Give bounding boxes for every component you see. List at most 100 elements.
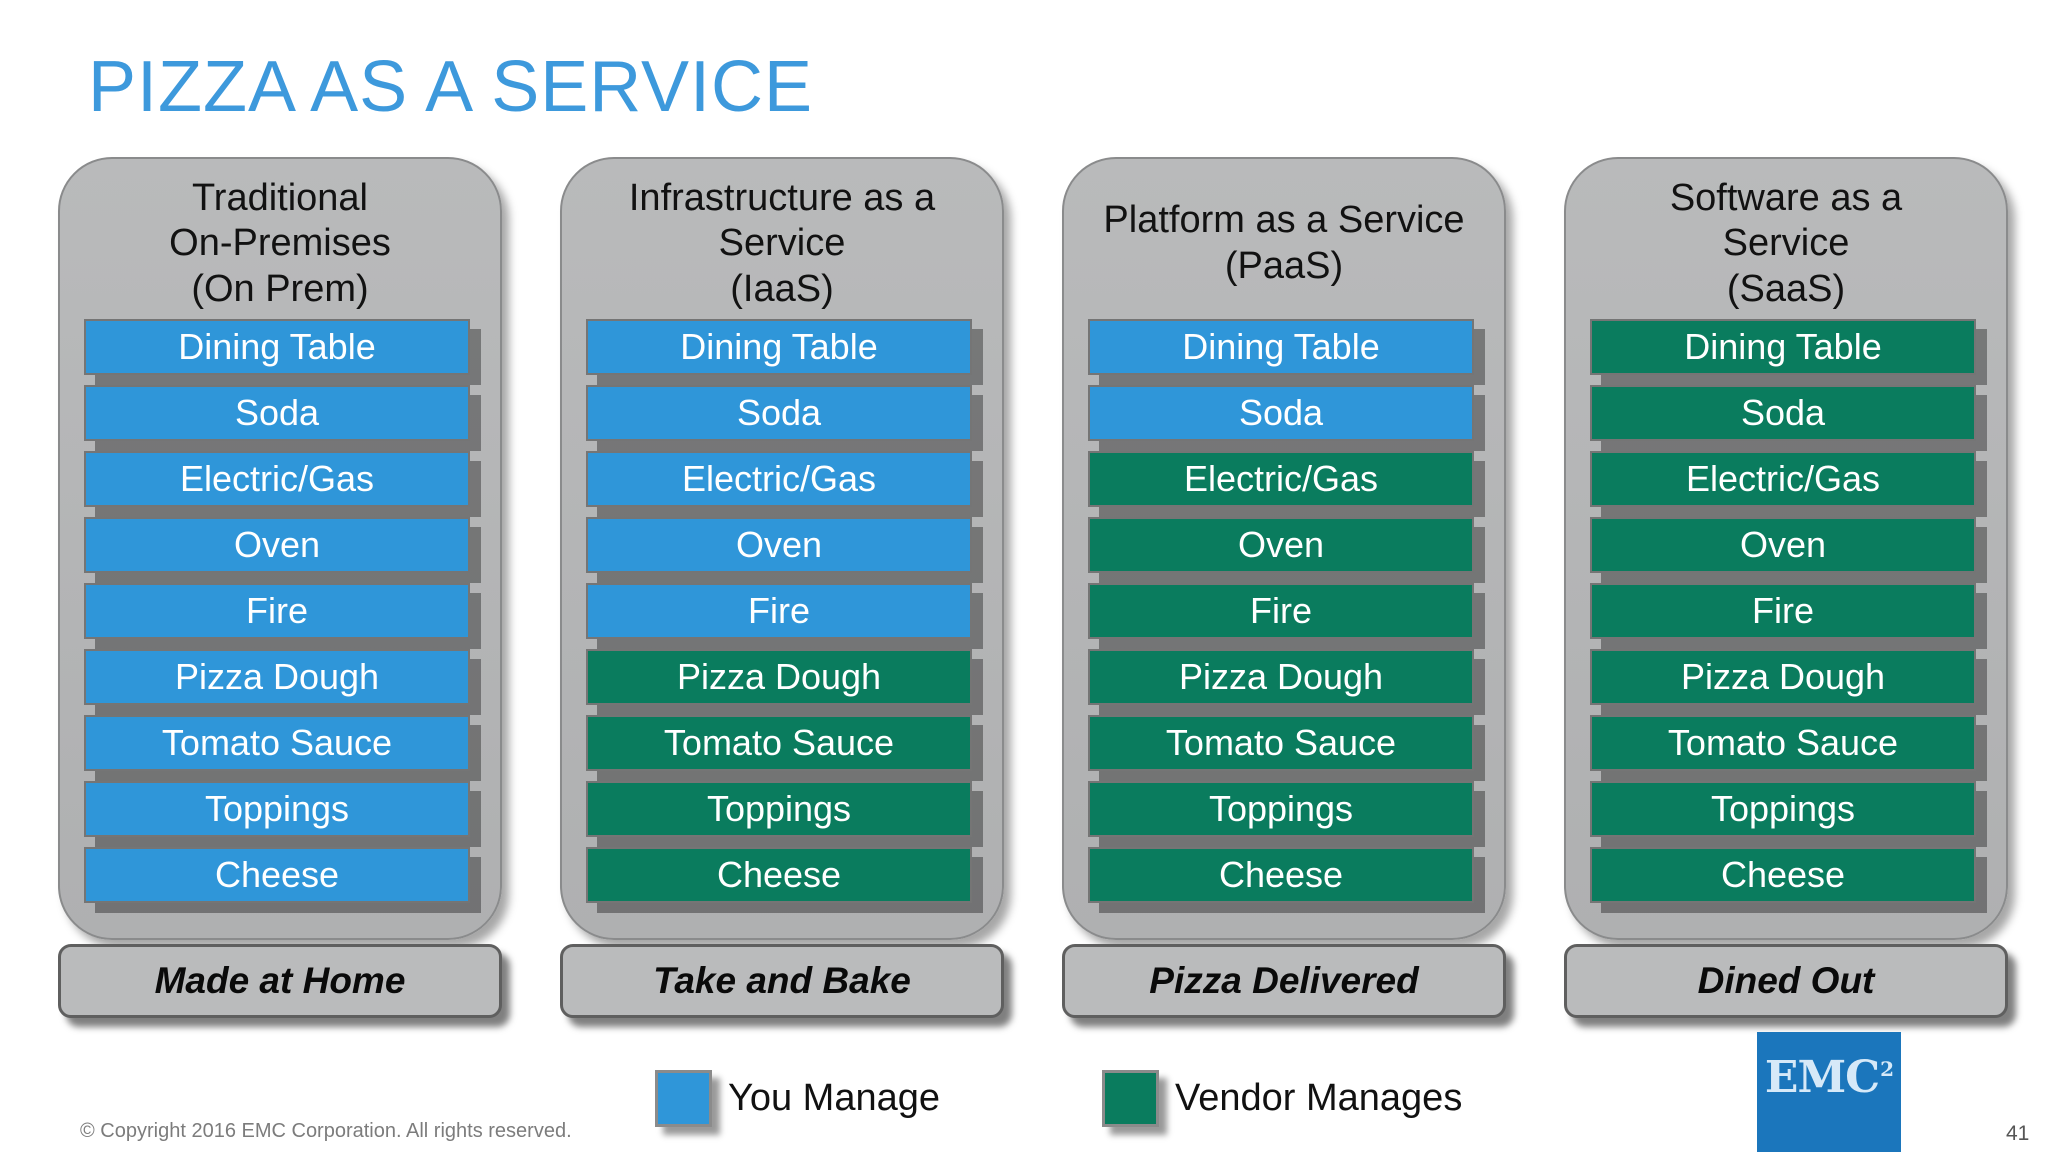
service-item-label: Toppings	[1710, 788, 1856, 829]
service-item-label: Pizza Dough	[174, 656, 380, 697]
emc-logo-superscript: 2	[1880, 1057, 1894, 1082]
service-item: Soda	[84, 385, 470, 441]
service-item: Fire	[84, 583, 470, 639]
service-item-label: Electric/Gas	[1183, 458, 1379, 499]
legend-label-vendor-manages: Vendor Manages	[1175, 1077, 1463, 1119]
service-item: Electric/Gas	[1088, 451, 1474, 507]
service-item: Electric/Gas	[1590, 451, 1976, 507]
service-item: Fire	[1590, 583, 1976, 639]
service-item-label: Cheese	[214, 854, 340, 895]
service-item: Tomato Sauce	[586, 715, 972, 771]
service-item-label: Soda	[1740, 392, 1826, 433]
service-item-label: Fire	[1250, 590, 1312, 631]
service-item: Tomato Sauce	[84, 715, 470, 771]
service-item: Oven	[1088, 517, 1474, 573]
column-header-line: (On Prem)	[191, 267, 369, 310]
service-item-label: Soda	[234, 392, 320, 433]
service-item-label: Fire	[246, 590, 308, 631]
column-footer-label: Take and Bake	[560, 944, 1004, 1018]
service-item: Fire	[586, 583, 972, 639]
service-item-label: Oven	[233, 524, 321, 565]
service-item-label: Fire	[748, 590, 810, 631]
column-header-line: Infrastructure as a	[628, 176, 936, 219]
service-item: Dining Table	[586, 319, 972, 375]
service-item-label: Toppings	[204, 788, 350, 829]
service-item-label: Pizza Dough	[1680, 656, 1886, 697]
service-item: Oven	[1590, 517, 1976, 573]
service-item-label: Electric/Gas	[1685, 458, 1881, 499]
service-item: Soda	[1088, 385, 1474, 441]
service-item-label: Tomato Sauce	[161, 722, 393, 763]
service-item: Pizza Dough	[586, 649, 972, 705]
service-item: Oven	[84, 517, 470, 573]
page-title: PIZZA AS A SERVICE	[88, 47, 813, 127]
service-item-label: Electric/Gas	[179, 458, 375, 499]
service-item: Pizza Dough	[84, 649, 470, 705]
service-item: Toppings	[84, 781, 470, 837]
column-header-line: (PaaS)	[1224, 245, 1344, 287]
column-header-line: Traditional	[191, 176, 368, 219]
service-item-label: Toppings	[1208, 788, 1354, 829]
column-header-line: Service	[718, 222, 846, 265]
service-item: Dining Table	[84, 319, 470, 375]
emc-logo: EMC2	[1757, 1032, 1901, 1152]
service-item: Soda	[1590, 385, 1976, 441]
service-item-label: Fire	[1752, 590, 1814, 631]
service-item-label: Dining Table	[1684, 326, 1882, 367]
service-item: Cheese	[1088, 847, 1474, 903]
service-item: Toppings	[586, 781, 972, 837]
service-item: Tomato Sauce	[1088, 715, 1474, 771]
service-item-label: Toppings	[706, 788, 852, 829]
legend-item-you-manage: You Manage	[655, 1070, 940, 1127]
service-item-label: Dining Table	[680, 326, 878, 367]
page-number: 41	[2006, 1122, 2030, 1145]
service-item: Tomato Sauce	[1590, 715, 1976, 771]
service-item-label: Oven	[735, 524, 823, 565]
service-item-label: Pizza Dough	[676, 656, 882, 697]
service-item: Pizza Dough	[1088, 649, 1474, 705]
column-header-line: Software as a	[1669, 176, 1903, 219]
column-header-line: Platform as a Service	[1103, 199, 1465, 242]
legend-item-vendor-manages: Vendor Manages	[1102, 1070, 1462, 1127]
service-item: Fire	[1088, 583, 1474, 639]
service-item: Toppings	[1088, 781, 1474, 837]
service-item-label: Soda	[1238, 392, 1324, 433]
service-item-label: Dining Table	[1182, 326, 1380, 367]
copyright-text: © Copyright 2016 EMC Corporation. All ri…	[80, 1120, 572, 1142]
service-item-label: Tomato Sauce	[663, 722, 895, 763]
service-item: Cheese	[586, 847, 972, 903]
service-item-label: Pizza Dough	[1178, 656, 1384, 697]
service-item: Toppings	[1590, 781, 1976, 837]
service-item: Soda	[586, 385, 972, 441]
column-header-line: (IaaS)	[730, 267, 834, 310]
you-manage-color-swatch	[655, 1070, 712, 1127]
vendor-manages-color-swatch	[1102, 1070, 1159, 1127]
service-item-label: Electric/Gas	[681, 458, 877, 499]
service-item: Cheese	[84, 847, 470, 903]
legend-label-you-manage: You Manage	[728, 1077, 941, 1119]
service-item: Oven	[586, 517, 972, 573]
column-footer-label: Made at Home	[58, 944, 502, 1018]
service-item-label: Dining Table	[178, 326, 376, 367]
service-item: Electric/Gas	[84, 451, 470, 507]
emc-logo-word: EMC	[1764, 1052, 1880, 1103]
service-item: Electric/Gas	[586, 451, 972, 507]
service-item-label: Oven	[1237, 524, 1325, 565]
service-item-label: Tomato Sauce	[1667, 722, 1899, 763]
service-item: Cheese	[1590, 847, 1976, 903]
service-item-label: Soda	[736, 392, 822, 433]
service-item: Dining Table	[1088, 319, 1474, 375]
